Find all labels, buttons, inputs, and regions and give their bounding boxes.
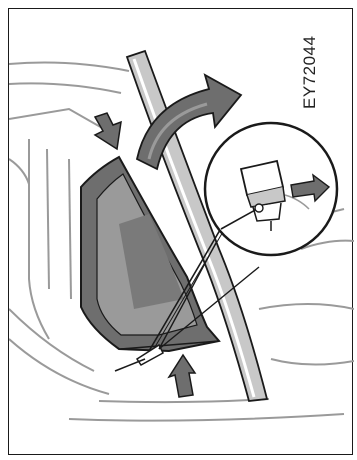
detail-zoom-circle [205, 123, 337, 255]
push-arrow-icon [95, 113, 121, 149]
figure-frame: EY72044 [8, 8, 353, 455]
unhook-arrow-icon [169, 355, 195, 397]
figure-code-label: EY72044 [299, 19, 321, 109]
seatback [81, 157, 219, 351]
